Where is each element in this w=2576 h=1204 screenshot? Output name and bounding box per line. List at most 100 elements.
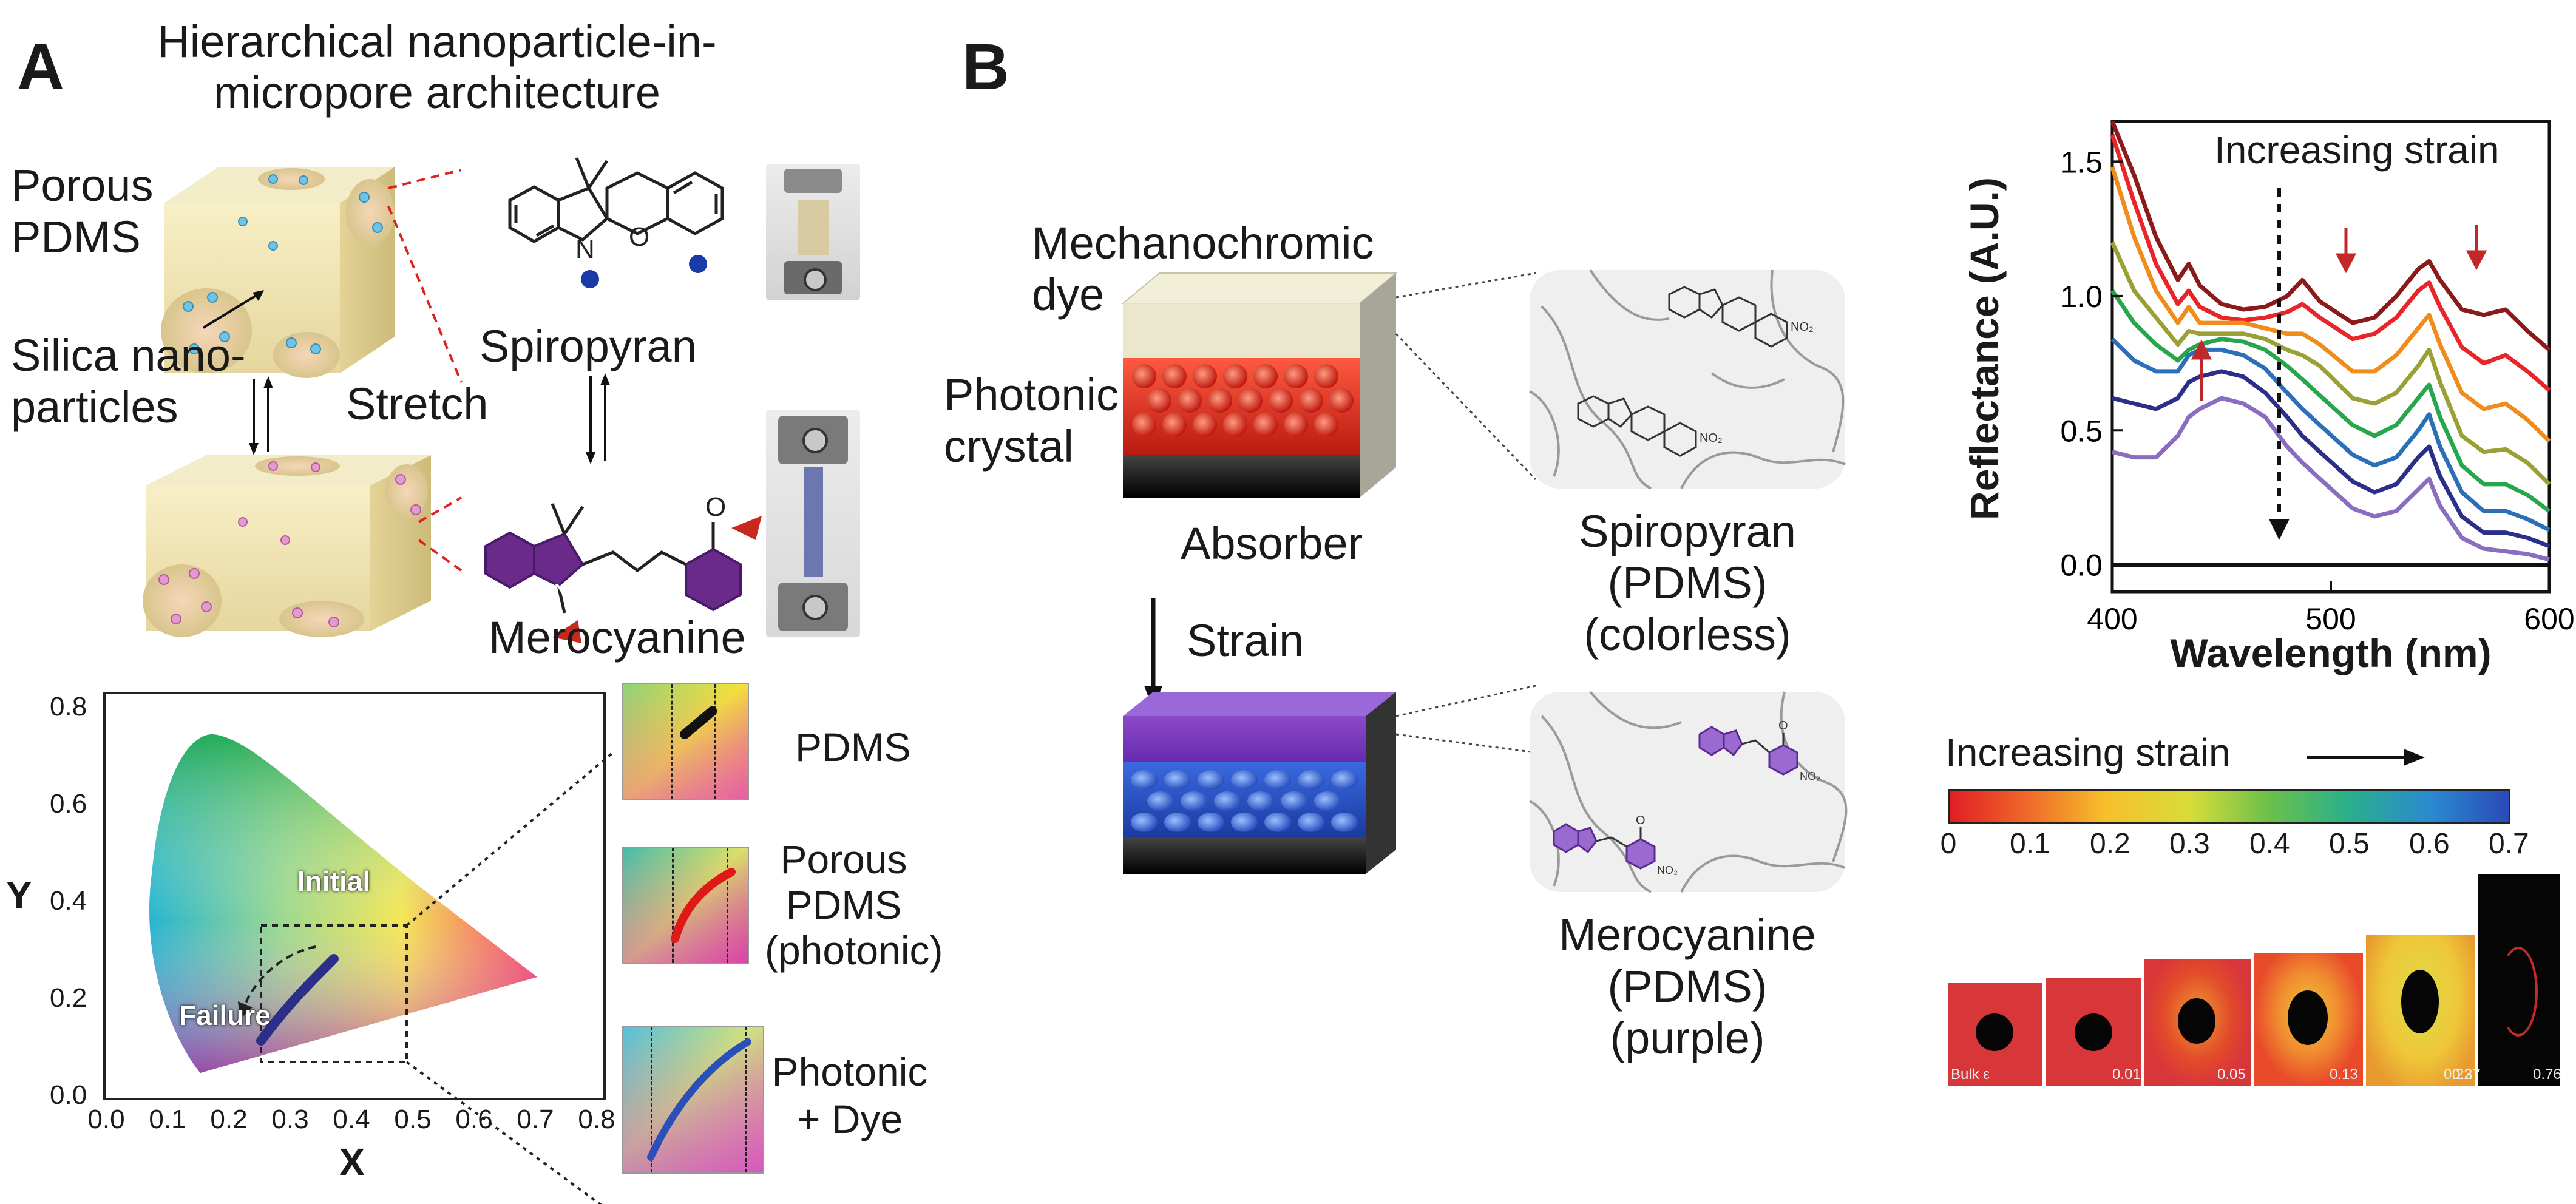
inset-label: + Dye [796,1097,903,1141]
x-tick-label: 500 [2305,602,2356,636]
inset-label: Photonic [771,1049,928,1094]
cie-ytick: 0.0 [50,1080,87,1110]
x-tick-label: 400 [2087,602,2137,636]
inset-label: PDMS [785,882,902,927]
spiropyran-structure: N O [508,157,724,288]
chart-ylabel: Reflectance (A.U.) [1962,177,2007,520]
inset-label: PDMS [795,725,911,769]
reversible-arrow-molecule [586,373,610,464]
colorbar-tick: 0.5 [2329,828,2370,860]
series-line-6 [2112,369,2551,548]
zoom-leader-lines-a [387,169,463,572]
cie-ytick: 0.8 [50,692,87,722]
cie-xtick: 0.4 [333,1104,370,1134]
series-line-2 [2110,166,2551,443]
strain-colorbar [1948,789,2510,824]
y-tick-label: 0.0 [2060,549,2103,583]
merocyanine-label: Merocyanine [489,612,746,663]
x-tick-label: 600 [2524,602,2574,636]
cie-inset-photonic-dye [622,1026,764,1174]
strain-map-value: 0.37 [2452,1066,2481,1083]
merocyanine-network-label-line3: (purple) [1610,1013,1765,1063]
peak-arrows [2191,225,2487,401]
reflectance-chart: 400 500 600 0.0 0.5 1.0 1.5 [2060,120,2575,636]
strain-map-image: 0.76 [2478,874,2561,1086]
series-line-1 [2110,134,2551,392]
cie-xtick: 0.8 [578,1104,615,1134]
cie-xtick: 0.5 [394,1104,432,1134]
colorbar-tick: 0.4 [2249,828,2290,860]
series-line-7 [2112,396,2550,562]
strain-map-value: 0.13 [2330,1066,2358,1083]
strain-map-value: 0.05 [2217,1066,2246,1083]
silica-pointer-arrow [202,290,264,329]
panel-a-letter: A [17,30,64,103]
merocyanine-network-label-line1: Merocyanine [1559,910,1816,960]
cie-ytick: 0.6 [50,789,87,819]
cie-failure-label: Failure [179,999,271,1031]
strain-map-image: Bulk ε [1948,983,2042,1086]
cie-ytick: 0.2 [50,983,87,1013]
colorbar-tick: 0.1 [2010,828,2050,860]
cie-xtick: 0.0 [87,1104,125,1134]
svg-text:O: O [705,492,726,522]
y-tick-label: 1.0 [2060,280,2103,314]
colorbar-arrow [2307,749,2425,766]
strain-map-value: 0.76 [2533,1066,2561,1083]
device-stack-strained [1123,692,1396,874]
cie-inset-pdms [622,683,749,800]
cie-xtick: 0.7 [517,1104,554,1134]
panel-a-title-line1: Hierarchical nanoparticle-in- [157,16,717,67]
svg-text:NO₂: NO₂ [1800,770,1820,782]
device-stack-unstrained [1121,272,1398,498]
cie-diagram [149,734,614,1204]
cie-xtick: 0.6 [455,1104,493,1134]
svg-text:O: O [629,222,649,252]
absorber-label: Absorber [1181,518,1363,569]
cie-xtick: 0.2 [210,1104,248,1134]
porous-pdms-label-line1: Porous [11,160,154,211]
spiropyran-network-label-line2: (PDMS) [1607,558,1768,608]
series-line-3 [2110,241,2551,486]
strain-map-image: 0.01 [2046,978,2141,1086]
spiropyran-network: NO₂ NO₂ [1529,269,1846,490]
cie-xtick: 0.3 [271,1104,309,1134]
chart-xlabel: Wavelength (nm) [2170,631,2492,675]
panel-a-title-line2: micropore architecture [213,67,661,118]
strain-label: Strain [1187,615,1304,666]
svg-text:NO₂: NO₂ [1791,320,1814,334]
y-tick-label: 0.5 [2060,414,2103,448]
merocyanine-network-label-line2: (PDMS) [1607,961,1768,1012]
chart-frame [2110,120,2551,594]
porous-pdms-block-top [161,167,395,378]
svg-text:O: O [1778,719,1788,732]
cie-inset-porous [622,847,749,964]
strain-map-value: 0.01 [2112,1066,2141,1083]
colorbar-tick: 0.6 [2409,828,2450,860]
inset-label: (photonic) [765,928,943,973]
silica-label-line2: particles [11,382,178,432]
cie-ylabel: Y [6,873,32,917]
mechanochromic-label-line2: dye [1032,269,1105,320]
mechanochromic-label-line1: Mechanochromic [1032,218,1374,268]
series-line-5 [2110,337,2551,532]
svg-text:N: N [554,580,571,606]
strain-map-image: 0.13 [2254,953,2363,1086]
colorbar-tick: 0.7 [2489,828,2529,860]
sample-photo-unstretched [766,164,860,300]
cie-initial-label: Initial [297,865,371,897]
photonic-crystal-label-line1: Photonic [944,370,1119,420]
colorbar-tick: 0.2 [2090,828,2130,860]
y-tick-label: 1.5 [2060,145,2103,179]
spiropyran-label: Spiropyran [480,321,697,371]
stretch-label: Stretch [346,379,489,429]
inset-label: Porous [780,837,907,882]
colorbar-tick: 0.3 [2169,828,2210,860]
merocyanine-network: O O NO₂ NO₂ [1529,691,1848,893]
colorbar-tick: 0 [1940,828,1957,860]
svg-text:NO₂: NO₂ [1657,864,1678,876]
porous-pdms-block-stretched [143,455,431,637]
chart-annotation: Increasing strain [2214,128,2500,172]
spiropyran-network-label-line1: Spiropyran [1579,506,1796,556]
strain-map-image: 0.22 [2366,935,2475,1086]
